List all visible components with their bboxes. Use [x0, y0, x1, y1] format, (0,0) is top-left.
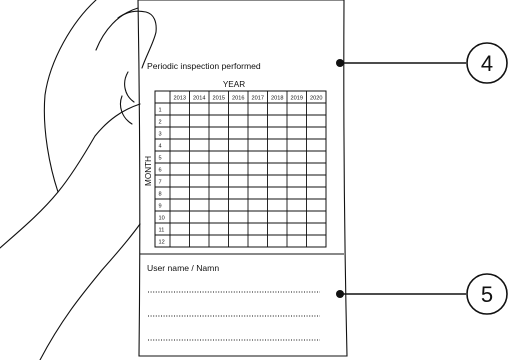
- month-row-label: 1: [159, 107, 162, 113]
- year-column-header: 2017: [252, 96, 264, 102]
- callout-5-number: 5: [481, 282, 493, 307]
- callout-4-circle: [466, 42, 508, 84]
- year-column-header: 2014: [193, 96, 205, 102]
- grid-frame: [154, 90, 327, 248]
- year-column-header: 2016: [232, 96, 244, 102]
- user-name-label: User name / Namn: [147, 263, 219, 273]
- month-heading: MONTH: [144, 156, 153, 186]
- year-column-header: 2013: [174, 96, 186, 102]
- month-row-label: 3: [159, 131, 162, 137]
- label-card: [137, 0, 348, 357]
- year-column-header: 2019: [291, 96, 303, 102]
- year-heading: YEAR: [223, 80, 245, 89]
- month-row-label: 2: [159, 119, 162, 125]
- month-row-label: 11: [159, 227, 165, 233]
- month-row-label: 7: [159, 179, 162, 185]
- month-row-label: 6: [159, 167, 162, 173]
- month-row-label: 10: [159, 215, 165, 221]
- month-row-label: 5: [159, 155, 162, 161]
- callout-5-dot: [336, 290, 344, 298]
- month-row-label: 9: [159, 203, 162, 209]
- year-column-header: 2018: [271, 96, 283, 102]
- callout-4-dot: [336, 59, 344, 67]
- callout-4: 4: [336, 42, 508, 84]
- inspection-title: Periodic inspection performed: [147, 61, 261, 71]
- hand-outline: [0, 0, 157, 360]
- signature-lines: [148, 291, 320, 341]
- callout-5-circle: [466, 273, 508, 315]
- month-row-label: 12: [159, 239, 165, 245]
- year-column-header: 2015: [213, 96, 225, 102]
- month-row-label: 4: [159, 143, 162, 149]
- year-column-header: 2020: [310, 96, 322, 102]
- month-row-label: 8: [159, 191, 162, 197]
- callout-5: 5: [336, 273, 508, 315]
- callout-4-number: 4: [481, 51, 493, 76]
